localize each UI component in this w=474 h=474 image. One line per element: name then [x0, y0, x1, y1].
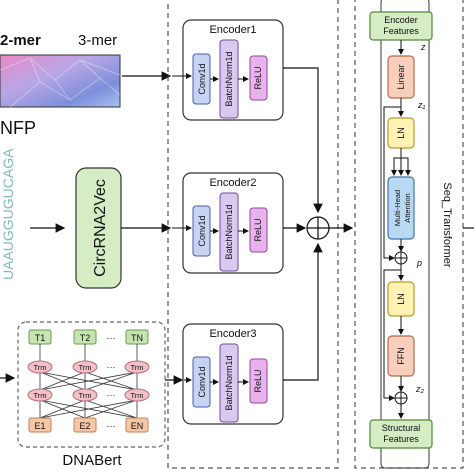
encoder1-title: Encoder1 — [209, 24, 256, 36]
token-ellipsis-bottom: ··· — [107, 421, 116, 431]
trm-label-4: Trm — [33, 391, 46, 400]
kmer-right-label: 3-mer — [78, 32, 117, 49]
dnabert-trm-nodes: Trm Trm Trm Trm Trm Trm ··· ··· — [27, 360, 150, 402]
add-node-1 — [394, 251, 408, 265]
ln2-label: LN — [396, 293, 406, 305]
symbol-p: p — [416, 258, 422, 268]
encoder2-conv: Conv1d — [197, 215, 207, 246]
encoder3: Encoder3 Conv1d BatchNorm1d ReLU — [182, 323, 284, 425]
seq-transformer-inner — [380, 0, 430, 469]
sequence-text: UAAUGGUGUCAGA — [0, 148, 16, 280]
add-node-2 — [394, 391, 408, 405]
attention-inputs — [391, 148, 411, 176]
token-e2: E2 — [79, 421, 90, 431]
token-e1: E1 — [34, 421, 45, 431]
token-t2: T2 — [80, 333, 91, 343]
encoder1-conv: Conv1d — [197, 63, 207, 94]
dnabert-connections — [39, 344, 138, 419]
circrna2vec-label: CircRNA2Vec — [92, 179, 109, 277]
structural-features-box — [369, 419, 433, 449]
dnabert-box — [17, 321, 166, 448]
encoder3-norm: BatchNorm1d — [224, 355, 234, 410]
trm-label-6: Trm — [130, 391, 143, 400]
trm-label-1: Trm — [33, 363, 46, 372]
encoder3-act: ReLU — [253, 369, 263, 392]
encoder3-title: Encoder3 — [209, 328, 256, 340]
attention-label-line1: Multi-Head — [393, 190, 402, 226]
token-en: EN — [131, 421, 144, 431]
residual-path-1 — [383, 106, 401, 261]
encoder2-norm: BatchNorm1d — [224, 204, 234, 259]
nfp-label: NFP — [0, 118, 36, 138]
symbol-z2: z₂ — [415, 384, 425, 394]
dnabert-label: DNABert — [62, 452, 122, 469]
encoder3-conv: Conv1d — [197, 366, 207, 397]
residual-path-2 — [383, 269, 401, 401]
structural-features-line2: Features — [383, 434, 419, 444]
trm-label-5: Trm — [78, 391, 91, 400]
dnabert-bottom-tokens: E1 E2 ··· EN — [28, 417, 149, 433]
dnabert-top-tokens: T1 T2 ··· TN — [28, 329, 149, 345]
linear-label: Linear — [396, 64, 406, 89]
symbol-z: z — [420, 42, 426, 52]
encoder2: Encoder2 Conv1d BatchNorm1d ReLU — [172, 172, 284, 274]
encoder2-title: Encoder2 — [209, 177, 256, 189]
trm-ellipsis-2: ··· — [107, 390, 116, 400]
structural-features-line1: Structural — [382, 423, 421, 433]
nfp-image — [0, 54, 121, 108]
symbol-z1: z₁ — [417, 100, 426, 110]
ffn-label: FFN — [396, 347, 406, 365]
attention-label-line2: Attention — [403, 193, 412, 223]
encoder2-act: ReLU — [253, 218, 263, 241]
token-ellipsis-top: ··· — [107, 333, 116, 343]
encoder1-act: ReLU — [253, 66, 263, 89]
encoder-features-line1: Encoder — [384, 15, 418, 25]
ln1-label: LN — [396, 127, 406, 139]
encoder-features-line2: Features — [383, 26, 419, 36]
seq-transformer-label: Seq_Transformer — [441, 182, 453, 268]
trm-ellipsis-1: ··· — [107, 362, 116, 372]
trm-label-3: Trm — [130, 363, 143, 372]
trm-label-2: Trm — [78, 363, 91, 372]
encoder1-norm: BatchNorm1d — [224, 51, 234, 106]
token-t1: T1 — [35, 333, 46, 343]
kmer-left-label: 2-mer — [0, 32, 41, 49]
token-tn: TN — [131, 333, 143, 343]
encoders-container — [167, 0, 339, 469]
sum-node — [283, 67, 330, 381]
encoder1: Encoder1 Conv1d BatchNorm1d ReLU — [172, 19, 284, 121]
